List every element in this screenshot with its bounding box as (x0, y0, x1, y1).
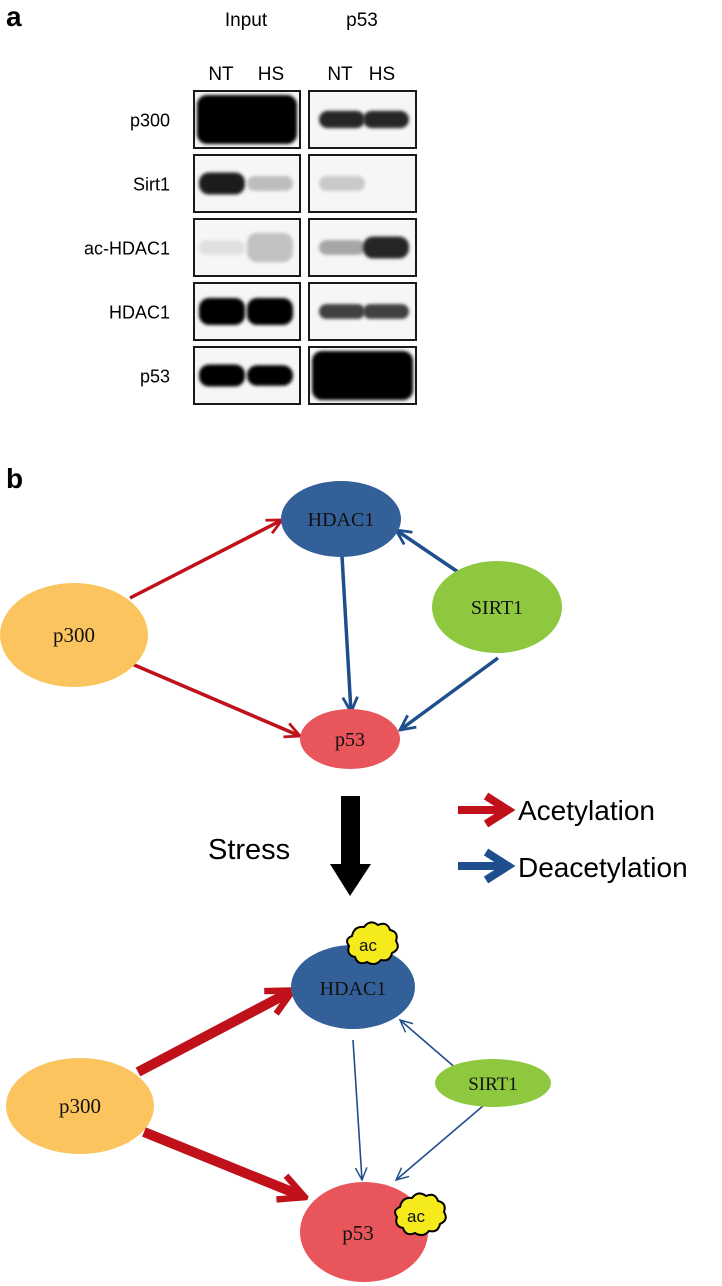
lane-label-input-nt: NT (208, 64, 234, 85)
legend-acetylation: Acetylation (458, 792, 655, 828)
node-sirt1-stress-label: SIRT1 (468, 1074, 518, 1095)
lane-label-input-hs: HS (258, 64, 284, 85)
blot-band-input-nt (199, 364, 245, 387)
node-p53-label: p53 (335, 729, 365, 751)
stress-arrow (330, 796, 371, 896)
blot-row-label: p53 (140, 367, 170, 387)
blot-band-ip-nt (319, 240, 365, 255)
network-after: HDAC1 SIRT1 p300 p53 ac ac (6, 921, 551, 1282)
blot-band-input-nt (199, 298, 245, 325)
blot-band-input-hs (247, 176, 293, 191)
node-p53: p53 (300, 709, 400, 769)
node-p300: p300 (0, 583, 148, 687)
network-before: HDAC1 SIRT1 p300 p53 (0, 481, 562, 769)
edge-sirt1-to-hdac1-stress (400, 1020, 459, 1071)
blot-row-label: ac-HDAC1 (84, 239, 170, 259)
blot-row-p300: p300 (130, 90, 417, 149)
edge-p300-to-hdac1 (129, 518, 282, 600)
legend-deacetylation-label: Deacetylation (518, 852, 688, 883)
legend: Acetylation Deacetylation (458, 792, 688, 884)
edge-sirt1-to-hdac1 (396, 530, 459, 574)
edge-hdac1-to-p53 (340, 555, 351, 712)
group-label-input: Input (225, 10, 268, 31)
blot-band-input-hs (247, 298, 293, 325)
legend-acetylation-arrowhead (483, 792, 516, 828)
node-hdac1-label: HDAC1 (308, 509, 375, 531)
blot-band-input-nt (199, 240, 245, 255)
blot-row-label: Sirt1 (133, 175, 170, 195)
blot-band-input-hs (247, 232, 293, 263)
stress-label: Stress (208, 834, 290, 866)
panel-a-label: a (6, 1, 22, 32)
edge-hdac1-to-p53-stress (352, 1039, 362, 1180)
edge-sirt1-to-p53-stress (396, 1099, 491, 1180)
node-p53-stress: p53 (300, 1182, 428, 1282)
blot-band-ip-nt (319, 304, 365, 319)
edge-p300-to-p53 (131, 662, 300, 736)
blot-band-ip-nt (312, 351, 413, 400)
legend-deacetylation: Deacetylation (458, 848, 688, 884)
group-label-p53: p53 (346, 10, 378, 31)
legend-deacetylation-arrowhead (483, 848, 516, 884)
node-hdac1-stress-label: HDAC1 (320, 978, 387, 1000)
blot-band-input-hs (247, 365, 293, 386)
node-sirt1-stress: SIRT1 (435, 1059, 551, 1107)
node-hdac1: HDAC1 (281, 481, 401, 557)
blot-band-ip-nt (319, 176, 365, 191)
lane-label-p53-nt: NT (327, 64, 353, 85)
blot-row-p53: p53 (140, 346, 417, 405)
blot-row-hdac1: HDAC1 (109, 282, 417, 341)
node-p300-stress-label: p300 (59, 1094, 101, 1118)
panel-b-label: b (6, 463, 23, 494)
blot-row-label: HDAC1 (109, 303, 170, 323)
blot-band-ip-hs (363, 110, 409, 129)
legend-acetylation-label: Acetylation (518, 795, 655, 826)
blot-band-input-nt (199, 172, 245, 195)
node-p300-label: p300 (53, 623, 95, 647)
edge-sirt1-to-p53 (400, 656, 500, 730)
blot-row-sirt1: Sirt1 (133, 154, 417, 213)
node-sirt1: SIRT1 (432, 561, 562, 653)
node-hdac1-stress: HDAC1 (291, 945, 415, 1029)
lane-label-p53-hs: HS (369, 64, 395, 85)
edge-p300-to-p53-stress (142, 1127, 302, 1196)
blot-band-input-nt (197, 95, 297, 144)
node-p53-stress-label: p53 (342, 1221, 374, 1245)
blot-row-label: p300 (130, 111, 170, 131)
blot-band-ip-hs (363, 304, 409, 319)
blot-band-ip-hs (363, 236, 409, 259)
blot-band-ip-nt (319, 110, 365, 129)
node-p300-stress: p300 (6, 1058, 154, 1154)
node-sirt1-label: SIRT1 (471, 597, 523, 619)
ac-tag-p53: ac (394, 1192, 447, 1237)
ac-tag-hdac1: ac (346, 921, 399, 966)
ac-tag-p53-label: ac (407, 1207, 425, 1226)
blot-row-ac-hdac1: ac-HDAC1 (84, 218, 417, 277)
ac-tag-hdac1-label: ac (359, 936, 377, 955)
edge-p300-to-hdac1-stress (135, 992, 290, 1077)
